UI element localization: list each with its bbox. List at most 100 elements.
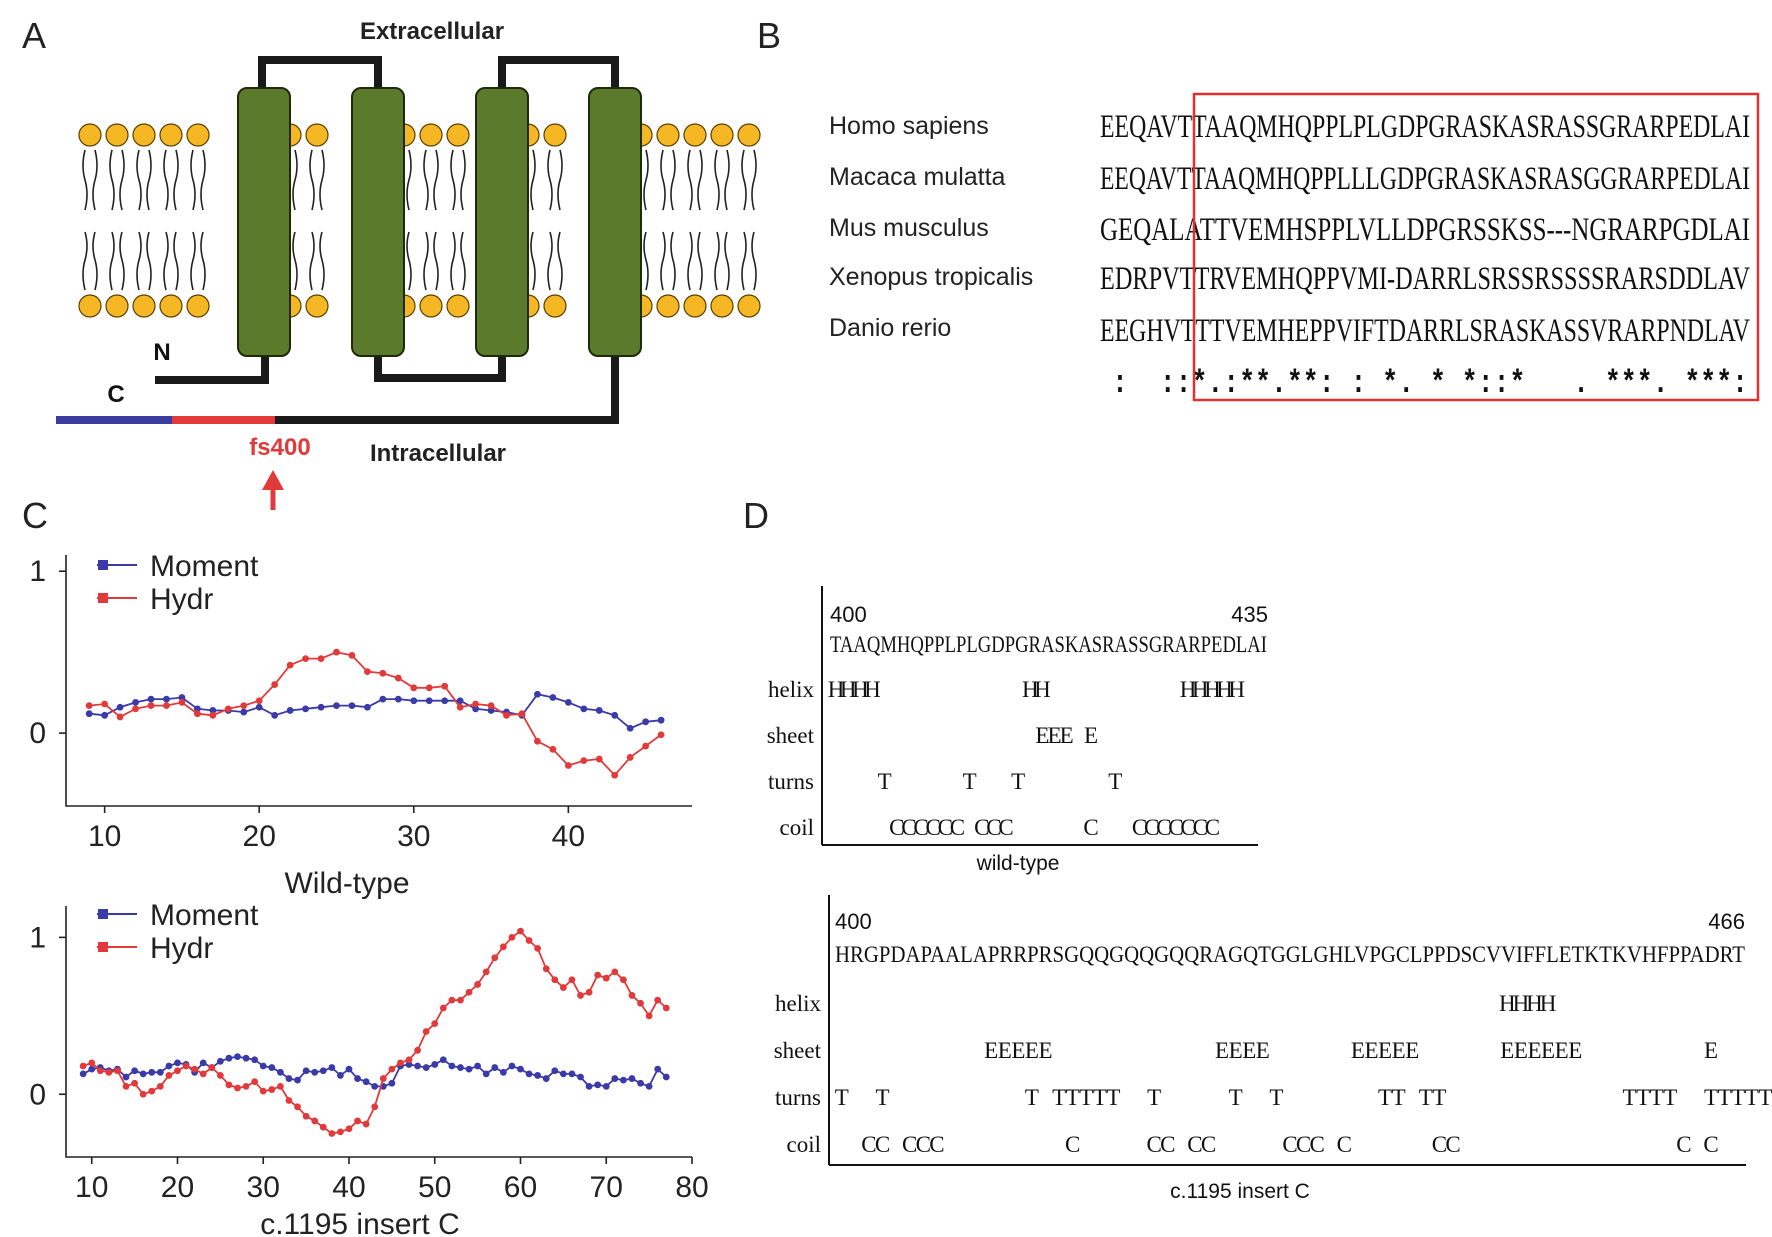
panel-label-d: D xyxy=(743,495,769,536)
structure-symbol-helix: H xyxy=(852,677,869,702)
data-point-moment xyxy=(364,703,371,711)
data-point-moment xyxy=(585,1083,593,1090)
data-point-moment xyxy=(619,1076,627,1084)
series-line-moment xyxy=(82,1055,667,1088)
data-point-moment xyxy=(131,1067,139,1075)
structure-symbol-turns: T xyxy=(1650,1085,1664,1110)
x-tick-label: 80 xyxy=(675,1171,708,1204)
lipid-tail xyxy=(92,231,98,291)
structure-symbol-helix: H xyxy=(840,677,857,702)
mutant-end-position: 466 xyxy=(1708,909,1745,934)
data-point-moment xyxy=(410,697,418,705)
data-point-moment xyxy=(148,1068,156,1076)
mutant-start-position: 400 xyxy=(835,909,872,934)
data-point-hydr xyxy=(240,702,248,709)
intracellular-label: Intracellular xyxy=(370,440,506,467)
structure-symbol-coil: C xyxy=(1160,1132,1175,1157)
data-point-hydr xyxy=(302,655,309,663)
lipid-tail xyxy=(433,149,439,211)
data-point-moment xyxy=(122,1073,130,1081)
data-point-moment xyxy=(654,1065,662,1073)
structure-symbol-turns: T xyxy=(876,1085,890,1110)
data-point-moment xyxy=(276,1068,284,1076)
data-point-moment xyxy=(132,698,139,706)
data-point-hydr xyxy=(474,981,482,988)
lipid-tail xyxy=(292,231,298,291)
structure-symbol-turns: T xyxy=(1079,1085,1093,1110)
structure-symbol-coil: C xyxy=(1432,1132,1447,1157)
structure-symbol-helix: H xyxy=(1192,677,1209,702)
data-point-hydr xyxy=(193,710,201,718)
data-point-hydr xyxy=(319,1123,327,1131)
lipid-tail xyxy=(119,231,125,291)
row-label-turns: turns xyxy=(768,769,814,794)
data-point-hydr xyxy=(388,1065,396,1073)
structure-symbol-turns: T xyxy=(1745,1085,1759,1110)
data-point-hydr xyxy=(105,1068,113,1076)
lipid-tail xyxy=(109,149,115,211)
data-point-hydr xyxy=(564,762,572,769)
data-point-hydr xyxy=(191,1065,199,1073)
data-point-moment xyxy=(611,711,619,719)
structure-symbol-turns: T xyxy=(1093,1085,1107,1110)
structure-symbol-sheet: E xyxy=(1378,1038,1392,1063)
data-point-moment xyxy=(542,1075,550,1082)
legend-moment: Moment xyxy=(150,550,259,583)
conserved-region-box xyxy=(1192,92,1760,402)
data-point-hydr xyxy=(294,1103,301,1111)
data-point-hydr xyxy=(268,1086,276,1093)
structure-symbol-coil: C xyxy=(926,815,941,840)
data-point-moment xyxy=(371,1083,379,1090)
structure-symbol-turns: T xyxy=(1636,1085,1650,1110)
structure-symbol-helix: H xyxy=(1204,677,1221,702)
x-tick-label: 60 xyxy=(504,1171,537,1204)
data-point-moment xyxy=(499,1068,507,1076)
legend-hydr: Hydr xyxy=(150,583,213,616)
data-point-hydr xyxy=(132,705,139,713)
data-point-hydr xyxy=(259,1087,267,1095)
data-point-moment xyxy=(234,1053,241,1060)
structure-symbol-sheet: E xyxy=(1060,723,1074,748)
data-point-hydr xyxy=(425,684,433,692)
structure-symbol-coil: C xyxy=(913,815,928,840)
lipid-head xyxy=(186,294,210,318)
data-point-moment xyxy=(431,1061,439,1068)
row-label-sheet: sheet xyxy=(767,723,815,748)
x-tick-label: 20 xyxy=(243,820,276,853)
x-tick-label: 10 xyxy=(75,1171,108,1204)
lipid-head xyxy=(305,123,329,147)
structure-symbol-coil: C xyxy=(998,815,1013,840)
structure-symbol-turns: T xyxy=(1432,1085,1446,1110)
data-point-hydr xyxy=(364,668,371,675)
data-point-moment xyxy=(425,697,433,705)
panel-a-topology: Extracellular N C fs400 Intracellular xyxy=(56,18,761,510)
structure-symbol-sheet: E xyxy=(1048,723,1062,748)
data-point-hydr xyxy=(628,992,636,999)
row-label-helix: helix xyxy=(768,677,814,702)
data-point-hydr xyxy=(96,1067,104,1075)
data-point-hydr xyxy=(276,1083,284,1090)
data-point-hydr xyxy=(410,684,418,692)
lipid-tail xyxy=(643,231,649,291)
structure-symbol-coil: C xyxy=(1132,815,1147,840)
structure-symbol-sheet: E xyxy=(1038,1038,1052,1063)
lipid-tail xyxy=(319,149,325,211)
data-point-hydr xyxy=(285,1097,293,1104)
lipid-tail xyxy=(687,149,693,211)
data-point-hydr xyxy=(559,984,567,991)
data-point-hydr xyxy=(619,976,627,984)
x-tick-label: 30 xyxy=(397,820,430,853)
structure-symbol-coil: C xyxy=(1337,1132,1352,1157)
data-point-moment xyxy=(302,705,309,713)
data-point-hydr xyxy=(431,1020,439,1028)
structure-symbol-turns: T xyxy=(1108,769,1122,794)
lipid-head xyxy=(105,294,129,318)
structure-symbol-coil: C xyxy=(875,1132,890,1157)
data-point-moment xyxy=(611,1075,619,1082)
data-point-moment xyxy=(225,1054,233,1062)
data-point-hydr xyxy=(225,1081,233,1089)
data-point-hydr xyxy=(116,713,124,721)
data-point-moment xyxy=(294,1076,301,1084)
data-point-moment xyxy=(286,707,294,714)
mutant-sequence: HRGPDAPAALAPRRPRSGQQGQQGQQRAGQTGGLGHLVPG… xyxy=(835,942,1745,967)
